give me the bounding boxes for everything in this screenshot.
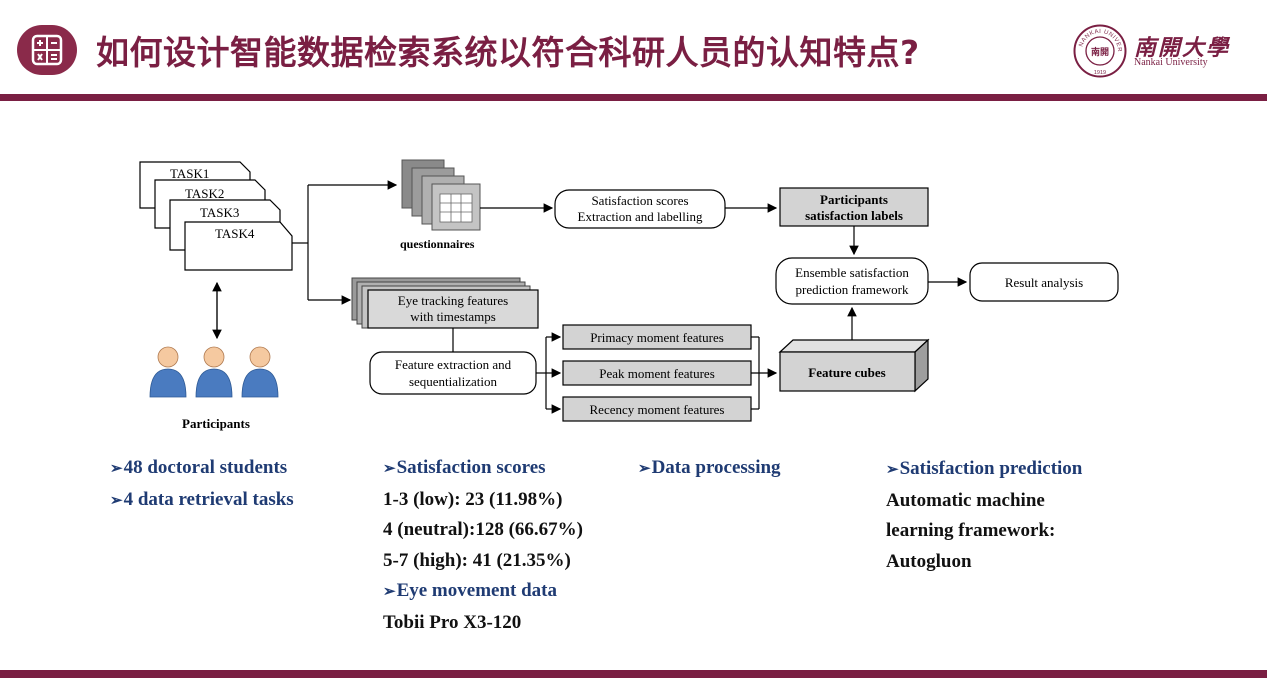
university-seal-icon: NANKAI UNIVERSITY 南開 1919 bbox=[1071, 20, 1127, 78]
diagram-label: Participants bbox=[820, 192, 888, 207]
diagram-label: prediction framework bbox=[796, 282, 909, 297]
primacy-features-box bbox=[562, 324, 752, 350]
participants-label: Participants bbox=[182, 416, 250, 431]
documents-icon bbox=[401, 159, 481, 231]
diagram-label: Feature extraction and bbox=[395, 357, 512, 372]
feature-cubes-box bbox=[778, 338, 930, 393]
diagram-label: Recency moment features bbox=[590, 402, 725, 417]
diagram-label: Feature cubes bbox=[808, 365, 885, 380]
satisfaction-scores-box bbox=[554, 189, 726, 229]
task-label-2: TASK2 bbox=[185, 186, 224, 201]
diagram-label: Result analysis bbox=[1005, 275, 1083, 290]
research-workflow-diagram: TASK1 TASK2 TASK3 TASK4 Participants bbox=[100, 150, 1150, 450]
eye-tracking-box bbox=[351, 277, 539, 329]
calculator-icon bbox=[17, 25, 77, 75]
task-label-3: TASK3 bbox=[200, 205, 239, 220]
diagram-label: Ensemble satisfaction bbox=[795, 265, 909, 280]
diagram-label: Primacy moment features bbox=[590, 330, 724, 345]
bullet-arrow-icon: ➢ bbox=[383, 584, 396, 600]
task-stack: TASK1 TASK2 TASK3 TASK4 bbox=[139, 161, 293, 271]
bullet-arrow-icon: ➢ bbox=[886, 462, 899, 478]
diagram-label: Eye tracking features bbox=[398, 293, 508, 308]
bullet-arrow-icon: ➢ bbox=[383, 461, 396, 477]
diagram-label: Peak moment features bbox=[599, 366, 715, 381]
task-label-4: TASK4 bbox=[215, 226, 255, 241]
diagram-label: sequentialization bbox=[409, 374, 498, 389]
seal-year: 1919 bbox=[1094, 70, 1106, 76]
slide-title: 如何设计智能数据检索系统以符合科研人员的认知特点? bbox=[96, 33, 920, 72]
bullet-col-prediction: ➢Satisfaction prediction Automatic machi… bbox=[886, 458, 1083, 572]
ensemble-framework-box bbox=[775, 257, 929, 305]
header-divider bbox=[0, 94, 1267, 101]
diagram-label: with timestamps bbox=[410, 309, 496, 324]
diagram-label: satisfaction labels bbox=[805, 208, 903, 223]
task-card-4 bbox=[184, 221, 293, 271]
questionnaires-label: questionnaires bbox=[400, 237, 475, 251]
university-name-cn: 南開大學 bbox=[1134, 35, 1231, 61]
bullet-arrow-icon: ➢ bbox=[638, 461, 651, 477]
participants-satisfaction-labels-box bbox=[779, 187, 929, 227]
seal-center-text: 南開 bbox=[1091, 46, 1109, 58]
diagram-label: Extraction and labelling bbox=[578, 209, 703, 224]
university-name-en: Nankai University bbox=[1134, 57, 1208, 68]
diagram-label: Satisfaction scores bbox=[591, 193, 688, 208]
bullet-arrow-icon: ➢ bbox=[110, 492, 123, 509]
bullet-arrow-icon: ➢ bbox=[110, 461, 123, 477]
bullet-col-data: ➢Satisfaction scores 1-3 (low): 23 (11.9… bbox=[383, 457, 583, 633]
result-analysis-box bbox=[969, 262, 1119, 302]
footer-divider bbox=[0, 670, 1267, 678]
bullet-col-processing: ➢Data processing bbox=[638, 457, 781, 478]
recency-features-box bbox=[562, 396, 752, 422]
people-icon bbox=[149, 346, 279, 398]
slide-header: 如何设计智能数据检索系统以符合科研人员的认知特点? NANKAI UNIVERS… bbox=[0, 0, 1267, 100]
task-label-1: TASK1 bbox=[170, 166, 209, 181]
bullet-col-participants: ➢48 doctoral students ➢4 data retrieval … bbox=[110, 457, 294, 510]
